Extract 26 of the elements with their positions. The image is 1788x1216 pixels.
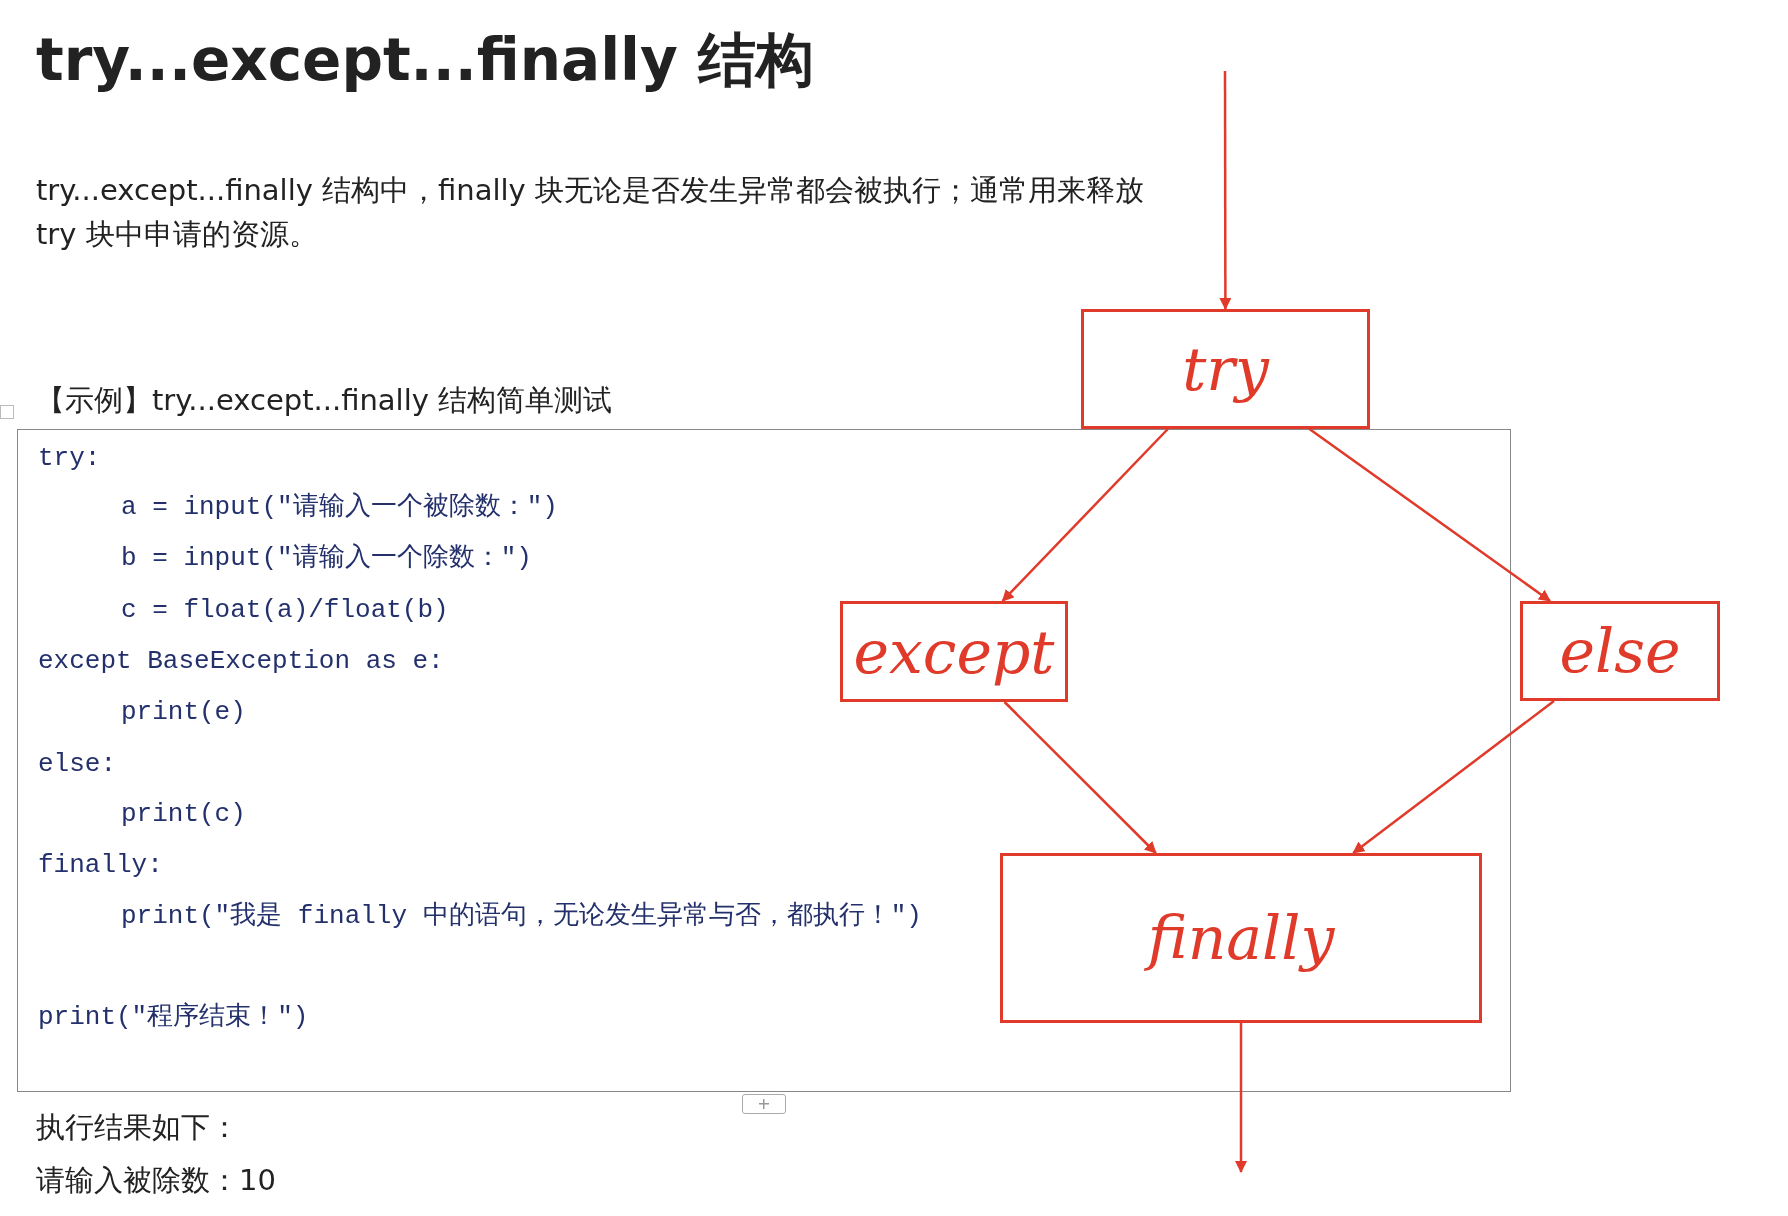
- code-line: c = float(a)/float(b): [121, 594, 449, 627]
- code-line: try:: [38, 442, 101, 475]
- flow-step-box: try: [1081, 309, 1370, 429]
- arrow: [1352, 700, 1555, 854]
- flow-step-box: else: [1520, 601, 1720, 701]
- code-line: finally:: [38, 849, 163, 882]
- page-title: try...except...finally 结构: [36, 25, 814, 96]
- code-line: else:: [38, 748, 116, 781]
- flow-step-box: except: [840, 601, 1068, 702]
- body-text: 请输入被除数：10: [36, 1162, 276, 1199]
- arrow: [1235, 1023, 1247, 1173]
- body-text: 执行结果如下：: [36, 1109, 239, 1146]
- arrow: [1003, 701, 1157, 854]
- code-line: a = input("请输入一个被除数："): [121, 491, 558, 524]
- code-line: print(c): [121, 798, 246, 831]
- arrow: [1219, 71, 1232, 310]
- arrow: [1001, 428, 1169, 602]
- code-line: print("程序结束！"): [38, 1001, 309, 1034]
- example-heading: 【示例】try...except...finally 结构简单测试: [36, 382, 613, 419]
- code-line: print("我是 finally 中的语句，无论发生异常与否，都执行！"): [121, 900, 922, 933]
- code-line: b = input("请输入一个除数："): [121, 542, 532, 575]
- flow-step-box: finally: [1000, 853, 1482, 1023]
- code-line: except BaseException as e:: [38, 645, 444, 678]
- code-line: print(e): [121, 696, 246, 729]
- arrow: [1308, 428, 1551, 602]
- body-text: try...except...finally 结构中，finally 块无论是否发生异常都会被执行；通常用来释放 try 块中申请的资源。: [36, 172, 1145, 253]
